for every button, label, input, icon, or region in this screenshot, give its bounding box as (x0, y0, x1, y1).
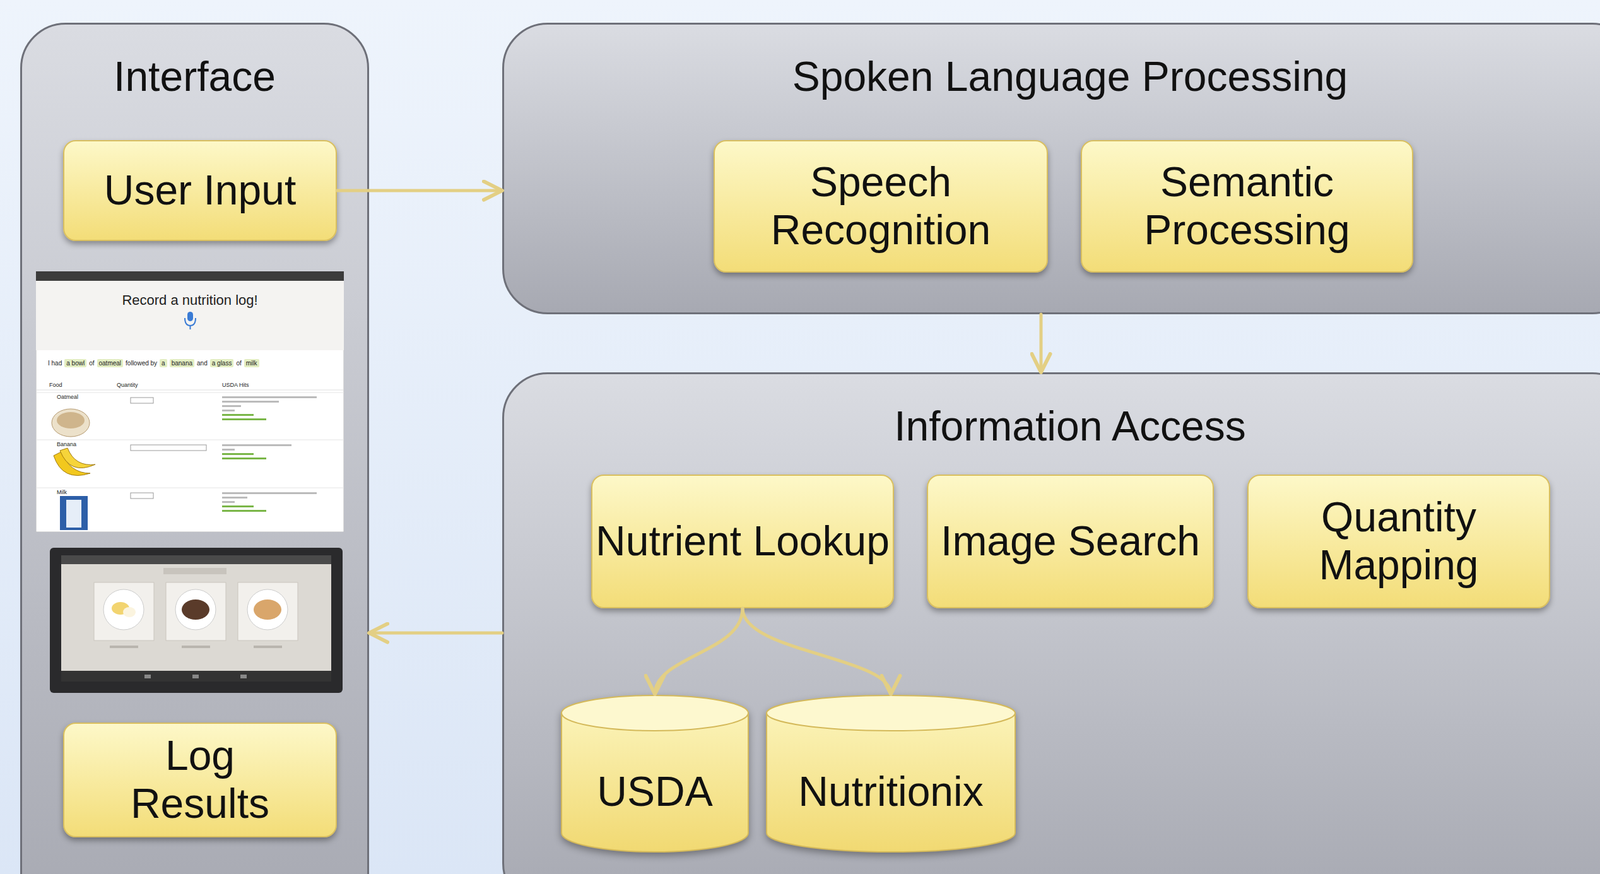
process-box: Quantity Mapping (1247, 474, 1551, 609)
flow-arrow (742, 608, 891, 695)
panel-title: Information Access (504, 401, 1600, 450)
sentence-word: of (88, 359, 95, 367)
sentence-chip: a bowl (64, 358, 87, 368)
cylinder-top (561, 695, 749, 731)
sentence-chip: milk (244, 358, 260, 368)
flow-arrow (654, 608, 743, 695)
app-screenshot (35, 271, 344, 532)
database-cylinder: Nutritionix (765, 694, 1017, 852)
table-cell: Banana (56, 441, 77, 448)
sentence-chip: oatmeal (97, 358, 124, 368)
flow-arrow (336, 189, 503, 193)
table-header: Food (49, 382, 63, 389)
sentence-word: of (235, 359, 242, 367)
flow-arrow (369, 631, 503, 635)
panel-title: Interface (22, 52, 368, 101)
box-label: Speech Recognition (714, 158, 1047, 255)
process-box: Speech Recognition (713, 140, 1048, 273)
process-box: Log Results (63, 722, 337, 838)
cylinder-body (766, 712, 1016, 852)
screen-heading: Record a nutrition log! (121, 292, 258, 308)
table-cell: Oatmeal (56, 394, 79, 401)
box-label: Nutritionix (798, 767, 983, 816)
process-box: User Input (63, 140, 337, 242)
tablet-photo (49, 547, 343, 693)
box-label: Quantity Mapping (1248, 493, 1549, 590)
sentence-chip: a (159, 358, 168, 368)
sentence-chip: banana (169, 358, 195, 368)
box-label: Image Search (940, 517, 1200, 566)
box-label: Semantic Processing (1082, 158, 1412, 255)
table-cell: Milk (56, 489, 67, 496)
cylinder-body (561, 712, 749, 852)
group-panel: Spoken Language ProcessingSpeech Recogni… (502, 22, 1600, 315)
box-label: Log Results (105, 731, 295, 828)
sentence-word: I had (47, 359, 62, 367)
box-label: Nutrient Lookup (595, 517, 890, 566)
process-box: Image Search (926, 474, 1214, 609)
sentence-word: and (196, 359, 208, 367)
box-label: User Input (104, 166, 296, 215)
process-box: Semantic Processing (1080, 140, 1414, 273)
sentence-chip: a glass (210, 358, 235, 368)
flow-arrow (1039, 314, 1043, 373)
sentence-row: I hada bowlofoatmealfollowed byabananaan… (47, 358, 260, 368)
panel-title: Spoken Language Processing (504, 52, 1600, 101)
box-label: USDA (596, 767, 713, 816)
sentence-word: followed by (125, 359, 158, 367)
table-header: USDA Hits (222, 382, 250, 389)
database-cylinder: USDA (560, 694, 750, 852)
group-panel: Information AccessNutrient Lookup Image S… (502, 372, 1600, 874)
cylinder-top (766, 695, 1016, 731)
table-header: Quantity (116, 382, 139, 389)
process-box: Nutrient Lookup (591, 474, 895, 609)
